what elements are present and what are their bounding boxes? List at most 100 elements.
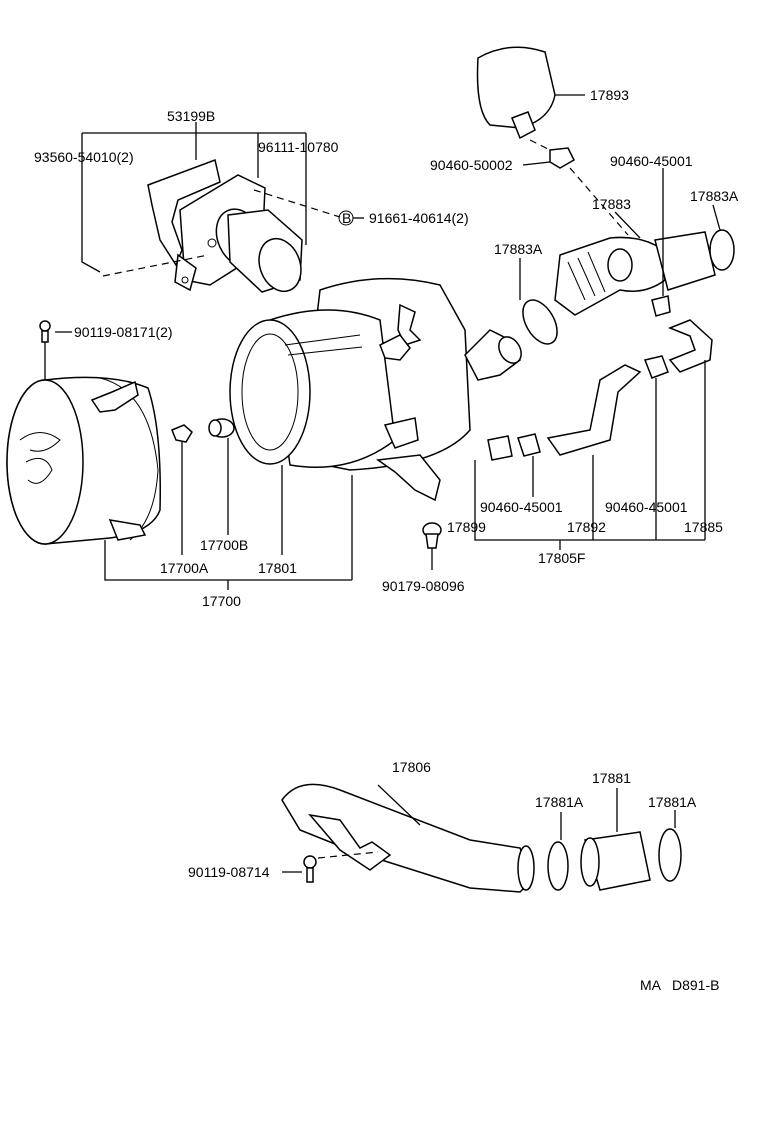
bracket-17700: [104, 540, 352, 581]
leader-17883: [614, 211, 641, 239]
label-17700B: 17700B: [200, 537, 248, 553]
bolt-90119b-shank: [306, 867, 314, 883]
tab-hole: [181, 276, 189, 284]
label-90460-45001-ml: 90460-45001: [480, 499, 563, 515]
label-17700A: 17700A: [160, 560, 209, 576]
clamp-17881A-left: [547, 841, 569, 891]
label-17881: 17881: [592, 770, 631, 786]
cap-clip-bottom: [108, 519, 147, 541]
dash-pipe-bolt: [317, 851, 379, 859]
clamp-45001-top: [651, 295, 671, 317]
clamp-50002: [549, 147, 575, 169]
hose-17881-end: [580, 837, 600, 887]
leader-50002: [522, 161, 551, 166]
part-labels: 53199B 93560-54010(2) 96111-10780 91661-…: [34, 87, 739, 993]
label-17881A-left: 17881A: [535, 794, 584, 810]
label-17883: 17883: [592, 196, 631, 212]
resonator-neck: [511, 111, 536, 140]
pipe-bracket: [308, 813, 392, 871]
drain-90179: [422, 522, 442, 570]
clamp-17883A-left: [522, 299, 558, 345]
label-17883A-right: 17883A: [690, 188, 739, 204]
label-96111-10780: 96111-10780: [258, 139, 339, 155]
intake-hose-17883: [519, 168, 735, 345]
bolt-marker-letter: B: [342, 210, 351, 226]
pipe-body: [281, 783, 533, 893]
valve-17700B: [208, 418, 235, 535]
duct-outlet: [258, 237, 302, 293]
case-clip-bottom: [383, 417, 419, 449]
case-outlet-mouth: [498, 336, 522, 364]
cap-face-front: [6, 379, 84, 545]
label-17892: 17892: [567, 519, 606, 535]
element-inner: [241, 333, 299, 451]
label-17885: 17885: [684, 519, 723, 535]
clamp-45001-mr: [643, 355, 669, 379]
bellow-3: [587, 251, 606, 293]
hose-17885: [667, 319, 713, 373]
air-cleaner-cap: [6, 320, 161, 545]
bolt-90119b-head: [303, 855, 317, 869]
hose-end: [654, 231, 716, 291]
diagram-code-prefix: MA: [640, 977, 662, 993]
valve-end: [208, 419, 222, 437]
label-90119-08714: 90119-08714: [188, 864, 270, 880]
resonator-17893: [476, 46, 629, 236]
air-inlet-duct-53199B: B: [81, 122, 364, 293]
dash-to-bolt: [253, 189, 341, 218]
label-17883A-left: 17883A: [494, 241, 543, 257]
bolt-90119-shank: [41, 330, 49, 343]
label-90460-50002: 90460-50002: [430, 157, 513, 173]
leader-17883A-right: [712, 204, 721, 231]
label-93560-54010: 93560-54010(2): [34, 149, 134, 165]
cap-clip-top: [90, 380, 139, 413]
flange-bolt: [207, 238, 217, 248]
label-17700: 17700: [202, 593, 241, 609]
label-17893: 17893: [590, 87, 629, 103]
hose-17892: [546, 364, 642, 456]
dash-resonator-hose: [569, 167, 629, 236]
resonator-body: [476, 46, 556, 129]
bellow-2: [577, 257, 596, 297]
case-arrow: [379, 334, 411, 361]
diagram-code-id: D891-B: [672, 977, 719, 993]
case-clip-top: [397, 303, 422, 346]
label-90119-08171: 90119-08171(2): [74, 324, 173, 340]
label-17899: 17899: [447, 519, 486, 535]
clamp-17883A-right: [709, 229, 735, 271]
label-90460-45001-top: 90460-45001: [610, 153, 693, 169]
bracket-17805F: [474, 460, 705, 541]
hose-port: [607, 248, 633, 282]
drain-stem: [425, 533, 439, 549]
element-rib-2: [287, 346, 363, 356]
hose-set-17805F: [474, 319, 713, 550]
dash-resonator: [529, 139, 551, 151]
leader-17806: [377, 784, 421, 826]
bellow-1: [567, 261, 586, 301]
label-90179-08096: 90179-08096: [382, 578, 465, 594]
label-53199B: 53199B: [167, 108, 215, 124]
bolt-90119-head: [39, 320, 51, 332]
inlet-pipe-17806: [281, 783, 535, 893]
element-rib-1: [284, 334, 361, 346]
clip-body: [171, 424, 193, 443]
bracket-line-left: [81, 133, 101, 273]
label-17801: 17801: [258, 560, 297, 576]
air-cleaner-case: [104, 277, 522, 590]
label-90460-45001-mr: 90460-45001: [605, 499, 688, 515]
label-17881A-right: 17881A: [648, 794, 697, 810]
case-bracket: [375, 454, 441, 502]
dash-to-bracket: [102, 254, 209, 277]
cap-arrow-mark: [19, 432, 61, 452]
clip-17700A: [171, 424, 193, 555]
label-17806: 17806: [392, 759, 431, 775]
duct-tab: [174, 253, 197, 292]
cap-emboss: [25, 457, 53, 484]
label-17805F: 17805F: [538, 550, 585, 566]
label-91661-40614: 91661-40614(2): [369, 210, 469, 226]
pipe-mouth: [517, 845, 535, 891]
clamp-45001-ml: [517, 433, 541, 457]
clamp-17881A-right: [658, 828, 682, 882]
